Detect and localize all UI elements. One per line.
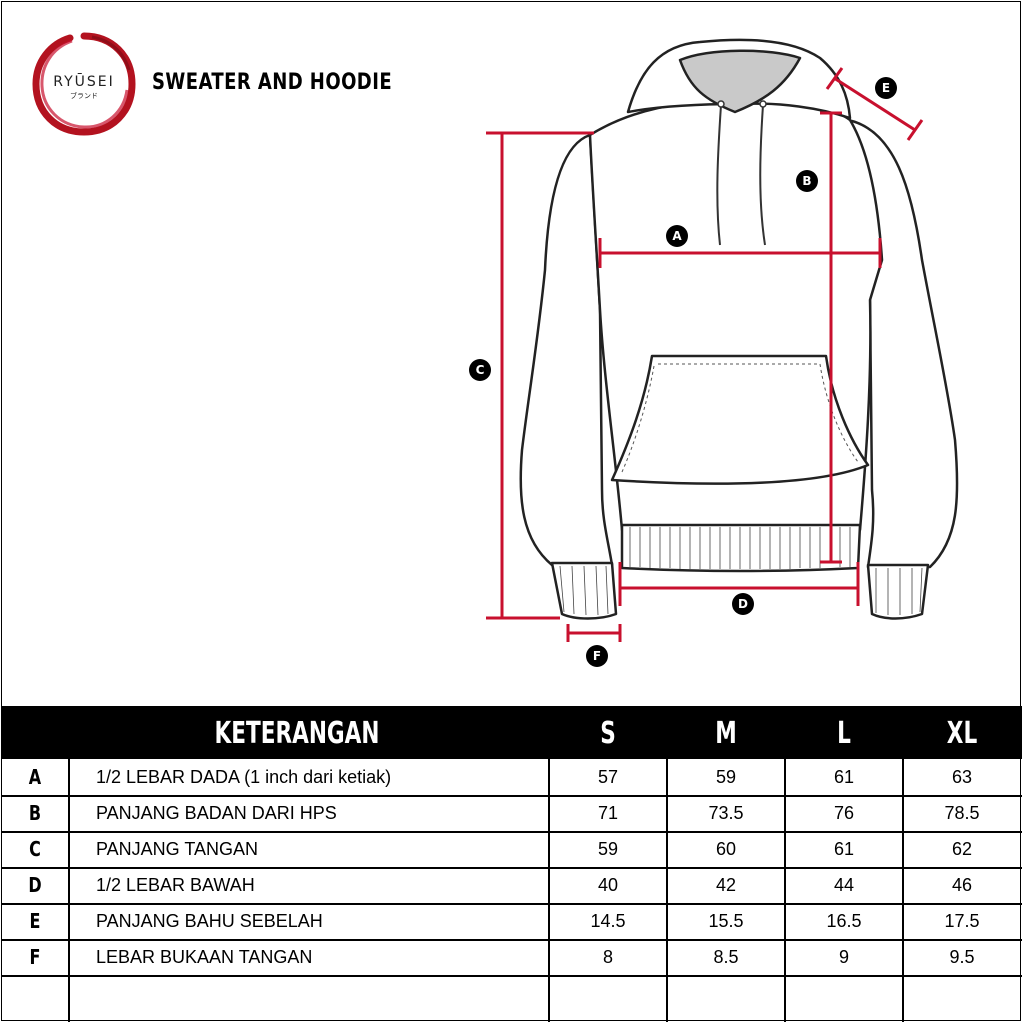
header-size-m: M [715, 716, 737, 751]
table-row: F LEBAR BUKAAN TANGAN 8 8.5 9 9.5 [2, 941, 1022, 978]
value-xl: 78.5 [944, 803, 980, 823]
logo-text: RYŪSEI [53, 73, 115, 90]
row-label: 1/2 LEBAR BAWAH [96, 875, 255, 895]
value-xl: 63 [951, 767, 973, 787]
marker-c: C [469, 359, 491, 381]
value-l: 44 [833, 875, 855, 895]
svg-text:D: D [738, 597, 748, 611]
svg-text:F: F [593, 649, 601, 663]
value-s: 14.5 [590, 911, 626, 931]
value-l: 9 [838, 947, 849, 967]
value-m: 42 [715, 875, 737, 895]
marker-f: F [586, 645, 608, 667]
value-xl: 17.5 [944, 911, 980, 931]
hoodie-diagram: A B C D E F [469, 38, 959, 667]
value-xl: 46 [951, 875, 973, 895]
marker-b: B [796, 170, 818, 192]
row-label: PANJANG BADAN DARI HPS [96, 803, 337, 823]
header-size-s: S [600, 716, 616, 751]
table-row: D 1/2 LEBAR BAWAH 40 42 44 46 [2, 869, 1022, 906]
value-l: 61 [833, 839, 855, 859]
marker-d: D [732, 593, 754, 615]
marker-e: E [875, 77, 897, 99]
row-code: C [29, 837, 41, 861]
row-code: E [29, 909, 41, 933]
table-row: E PANJANG BAHU SEBELAH 14.5 15.5 16.5 17… [2, 905, 1022, 942]
svg-text:B: B [802, 174, 811, 188]
row-code: A [28, 765, 42, 789]
row-label: 1/2 LEBAR DADA (1 inch dari ketiak) [96, 767, 392, 787]
marker-a: A [666, 225, 688, 247]
value-m: 59 [715, 767, 737, 787]
value-l: 76 [833, 803, 855, 823]
table-row-empty [2, 977, 1022, 1020]
page-title: SWEATER AND HOODIE [152, 70, 393, 95]
svg-text:E: E [882, 81, 890, 95]
row-code: F [29, 945, 41, 969]
value-m: 8.5 [713, 947, 739, 967]
header-size-l: L [837, 716, 851, 751]
row-code: B [28, 801, 42, 825]
value-m: 60 [715, 839, 737, 859]
row-label: PANJANG BAHU SEBELAH [96, 911, 323, 931]
logo-subtext: ブランド [70, 91, 98, 100]
value-l: 61 [833, 767, 855, 787]
table-row: C PANJANG TANGAN 59 60 61 62 [2, 833, 1022, 870]
header-description: KETERANGAN [214, 716, 380, 751]
table-header: KETERANGAN S M L XL [2, 706, 1022, 759]
table-row: A 1/2 LEBAR DADA (1 inch dari ketiak) 57… [2, 761, 1022, 798]
ryusei-logo: RYŪSEI ブランド [32, 32, 136, 136]
row-label: LEBAR BUKAAN TANGAN [96, 947, 313, 967]
value-s: 59 [597, 839, 619, 859]
svg-text:A: A [672, 229, 682, 243]
value-m: 73.5 [708, 803, 744, 823]
row-label: PANJANG TANGAN [96, 839, 259, 859]
value-s: 40 [597, 875, 619, 895]
value-l: 16.5 [826, 911, 862, 931]
value-s: 57 [597, 767, 619, 787]
value-xl: 9.5 [949, 947, 975, 967]
table-row: B PANJANG BADAN DARI HPS 71 73.5 76 78.5 [2, 797, 1022, 834]
size-table: KETERANGAN S M L XL A 1/2 LEBAR DADA (1 … [2, 706, 1022, 1022]
value-s: 8 [602, 947, 613, 967]
value-xl: 62 [951, 839, 973, 859]
value-s: 71 [597, 803, 619, 823]
row-code: D [28, 873, 42, 897]
value-m: 15.5 [708, 911, 744, 931]
svg-text:C: C [476, 363, 485, 377]
header-size-xl: XL [946, 716, 978, 751]
